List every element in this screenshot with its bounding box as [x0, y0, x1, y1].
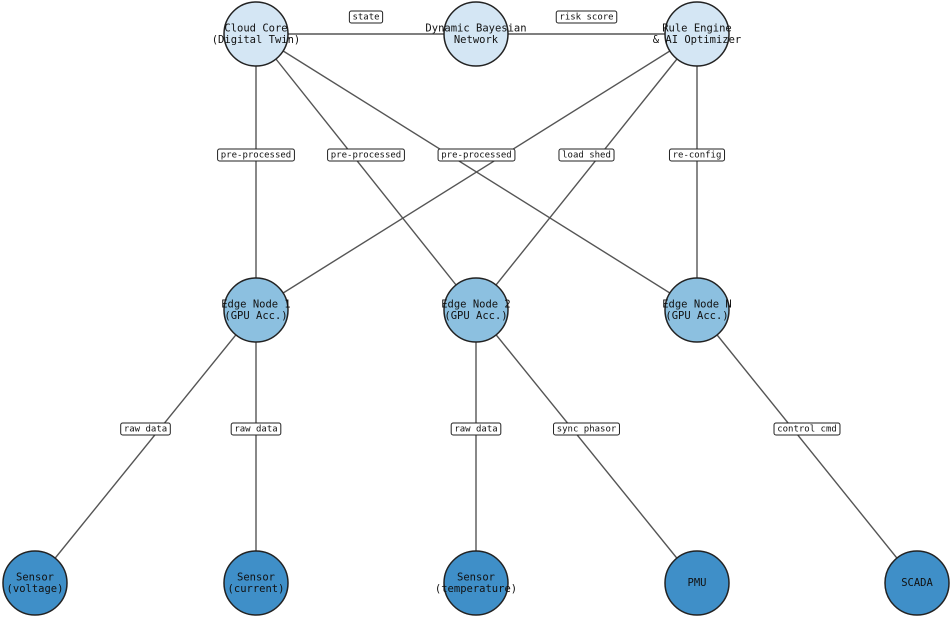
node-label: Edge Node 1 [221, 298, 291, 310]
node-label: Sensor [16, 571, 54, 583]
node-label: Edge Node 2 [441, 298, 511, 310]
node-circle-cloud [223, 1, 289, 67]
node-edge1: Edge Node 1(GPU Acc.) [221, 277, 291, 343]
edge-label-box [437, 148, 516, 162]
node-label: (GPU Acc.) [665, 310, 728, 322]
node-rule: Rule Engine& AI Optimizer [653, 1, 742, 67]
node-label: (Digital Twin) [212, 34, 301, 46]
edge-labels-layer: state risk score pre-processed pre-processe… [120, 10, 841, 436]
node-circle-dbn [443, 1, 509, 67]
node-label: (GPU Acc.) [224, 310, 287, 322]
node-label: (GPU Acc.) [444, 310, 507, 322]
node-label: Cloud Core [224, 22, 287, 34]
node-label: Sensor [457, 571, 495, 583]
edge-label-box [773, 422, 841, 436]
node-label: Dynamic Bayesian [425, 22, 526, 34]
node-edge2: Edge Node 2(GPU Acc.) [441, 277, 511, 343]
edge-label-s_volt-edge1: raw data [120, 422, 171, 436]
edge-label-text: state [352, 13, 379, 23]
node-circle-s_volt [2, 550, 68, 616]
node-circle-edgeN [664, 277, 730, 343]
edge-label-s_temp-edge2: raw data [450, 422, 502, 436]
edge-label-pmu-edge2: sync phasor [553, 422, 620, 436]
node-circle-edge1 [223, 277, 289, 343]
node-label: & AI Optimizer [653, 34, 742, 46]
edge-label-box [348, 10, 384, 24]
edge-label-text: raw data [454, 425, 497, 435]
node-scada: SCADA [884, 550, 950, 616]
edge-rule-edge1 [255, 33, 698, 311]
edge-label-text: pre-processed [221, 151, 291, 161]
node-s_volt: Sensor(voltage) [2, 550, 68, 616]
edge-label-rule-edge2: load shed [558, 148, 615, 162]
node-pmu: PMU [664, 550, 730, 616]
edge-label-text: control cmd [777, 425, 837, 435]
edge-label-edgeN-cloud: pre-processed [437, 148, 516, 162]
node-s_curr: Sensor(current) [223, 550, 289, 616]
edge-label-text: sync phasor [557, 425, 617, 435]
edge-label-box [120, 422, 171, 436]
edge-label-rule-edgeN: re-config [668, 148, 726, 162]
edge-label-text: pre-processed [441, 151, 511, 161]
node-label: Rule Engine [662, 22, 732, 34]
node-label: Sensor [237, 571, 275, 583]
node-label: PMU [688, 577, 707, 589]
node-circle-rule [664, 1, 730, 67]
edge-label-s_curr-edge1: raw data [230, 422, 282, 436]
node-cloud: Cloud Core(Digital Twin) [212, 1, 301, 67]
edge-label-dbn-rule: risk score [555, 10, 618, 24]
edge-label-box [450, 422, 502, 436]
node-edgeN: Edge Node N(GPU Acc.) [662, 277, 732, 343]
edges-layer [34, 33, 918, 584]
edge-label-text: risk score [559, 13, 613, 23]
node-s_temp: Sensor(temperature) [435, 550, 517, 616]
edge-edgeN-scada [696, 309, 918, 584]
node-circle-pmu [664, 550, 730, 616]
edge-label-cloud-dbn: state [348, 10, 384, 24]
edge-rule-edge2 [475, 33, 698, 311]
node-circle-s_temp [443, 550, 509, 616]
edge-label-edge1-cloud: pre-processed [217, 148, 295, 162]
edge-label-edgeN-scada: control cmd [773, 422, 841, 436]
edge-label-text: raw data [234, 425, 277, 435]
edge-label-box [555, 10, 618, 24]
edge-pmu-edge2 [475, 309, 698, 584]
node-label: (voltage) [7, 583, 64, 595]
edge-label-box [327, 148, 405, 162]
edge-edge2-cloud [255, 33, 477, 311]
node-label: (current) [228, 583, 285, 595]
edge-s_volt-edge1 [34, 309, 257, 584]
edge-label-edge2-cloud: pre-processed [327, 148, 405, 162]
edge-label-text: pre-processed [331, 151, 401, 161]
node-label: (temperature) [435, 583, 517, 595]
edge-label-text: load shed [562, 151, 611, 161]
edge-label-text: re-config [673, 151, 722, 161]
edge-label-box [230, 422, 282, 436]
node-label: SCADA [901, 577, 933, 589]
node-circle-edge2 [443, 277, 509, 343]
node-circle-s_curr [223, 550, 289, 616]
edge-label-box [668, 148, 726, 162]
node-label: Network [454, 34, 499, 46]
edge-label-box [217, 148, 295, 162]
node-label: Edge Node N [662, 298, 732, 310]
edge-label-box [553, 422, 620, 436]
edge-label-text: raw data [124, 425, 167, 435]
node-circle-scada [884, 550, 950, 616]
edge-label-box [558, 148, 615, 162]
